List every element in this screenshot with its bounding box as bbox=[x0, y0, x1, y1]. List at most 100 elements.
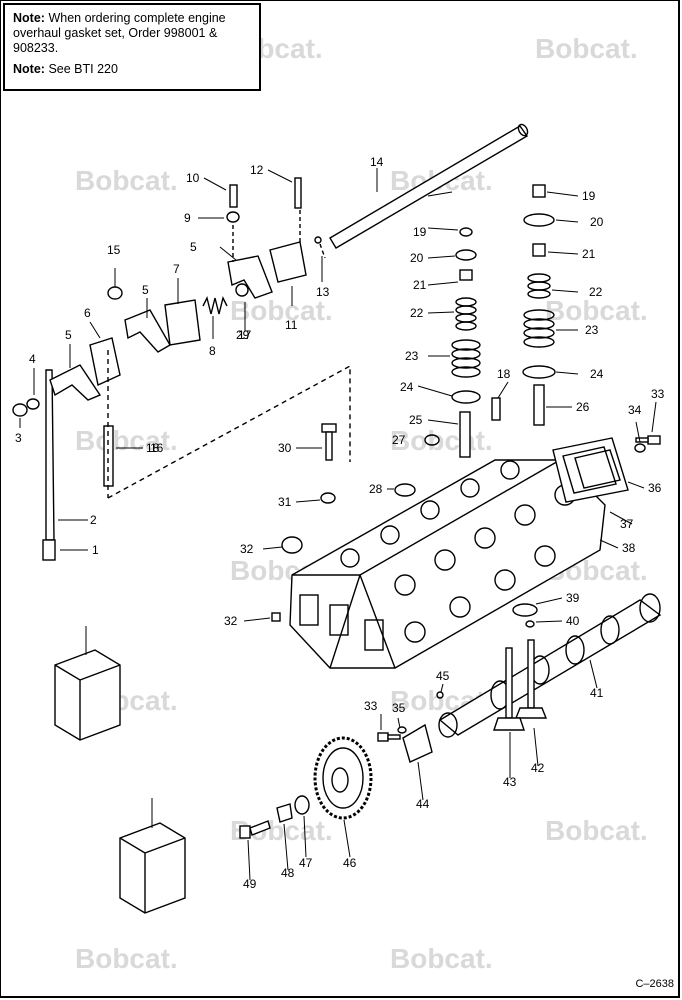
expansion-plug[interactable] bbox=[394, 483, 416, 497]
watermark: Bobcat. bbox=[545, 295, 648, 326]
callout: 44 bbox=[416, 797, 430, 811]
callout: 32 bbox=[240, 542, 254, 556]
washer[interactable] bbox=[294, 795, 310, 815]
cap[interactable] bbox=[107, 286, 123, 300]
rocker-arm[interactable] bbox=[227, 255, 273, 299]
callout: 24 bbox=[590, 367, 604, 381]
exhaust-valve[interactable] bbox=[493, 647, 525, 731]
valve-guide[interactable] bbox=[459, 411, 471, 458]
camshaft[interactable] bbox=[438, 593, 662, 738]
assembly-guide-line bbox=[107, 350, 351, 499]
washer[interactable] bbox=[26, 398, 40, 410]
valve-seat-insert[interactable] bbox=[512, 603, 538, 617]
spring-seat[interactable] bbox=[522, 365, 556, 379]
callout: 22 bbox=[589, 285, 603, 299]
lock-plate[interactable] bbox=[276, 803, 293, 823]
valve-stem-seal[interactable] bbox=[532, 243, 546, 257]
callout: 10 bbox=[186, 171, 200, 185]
washer[interactable] bbox=[12, 403, 28, 417]
spring-seat[interactable] bbox=[451, 390, 481, 404]
rocker-spring[interactable] bbox=[202, 295, 228, 315]
callout: 16 bbox=[150, 441, 164, 455]
rocker-arm[interactable] bbox=[124, 309, 171, 353]
callout: 19 bbox=[582, 189, 596, 203]
pin[interactable] bbox=[314, 236, 322, 244]
inner-valve-spring[interactable] bbox=[455, 297, 477, 331]
bolt[interactable] bbox=[635, 435, 661, 445]
callout: 18 bbox=[497, 367, 511, 381]
callout: 30 bbox=[278, 441, 292, 455]
gasket-kit-box[interactable] bbox=[119, 822, 186, 914]
push-rod-lower[interactable] bbox=[42, 369, 56, 561]
callout: 41 bbox=[590, 686, 604, 700]
valve-stem-seal[interactable] bbox=[459, 269, 473, 281]
callout: 11 bbox=[285, 318, 298, 332]
head-bolt[interactable] bbox=[321, 423, 337, 461]
callout: 18 bbox=[146, 441, 160, 455]
rocker-arm[interactable] bbox=[49, 337, 121, 401]
watermark: Bobcat. bbox=[390, 943, 493, 974]
callout: 15 bbox=[107, 243, 121, 257]
note-label: Note: bbox=[13, 62, 45, 76]
adjusting-screw[interactable] bbox=[229, 184, 238, 208]
washer[interactable] bbox=[320, 492, 336, 504]
callout: 43 bbox=[503, 775, 517, 789]
callout: 48 bbox=[281, 866, 295, 880]
callout: 20 bbox=[590, 215, 604, 229]
callout: 33 bbox=[364, 699, 378, 713]
spring-retainer[interactable] bbox=[523, 213, 555, 227]
rocker-bracket[interactable] bbox=[164, 299, 201, 346]
callout: 5 bbox=[65, 328, 72, 342]
callout: 19 bbox=[413, 225, 427, 239]
gear-bolt[interactable] bbox=[239, 820, 271, 839]
callout: 49 bbox=[243, 877, 257, 891]
injector-nozzle[interactable] bbox=[491, 397, 501, 421]
assembly-guide-line bbox=[232, 210, 326, 262]
callout: 32 bbox=[224, 614, 238, 628]
o-ring[interactable] bbox=[281, 536, 303, 554]
thrust-plate[interactable] bbox=[402, 723, 433, 763]
valve-keeper[interactable] bbox=[459, 227, 473, 237]
callout: 40 bbox=[566, 614, 580, 628]
cylinder-head[interactable] bbox=[289, 459, 606, 669]
callout: 24 bbox=[400, 380, 414, 394]
callout: 25 bbox=[409, 413, 423, 427]
callout: 29 bbox=[236, 328, 250, 342]
valve-keeper[interactable] bbox=[525, 620, 535, 628]
note-text: See BTI 220 bbox=[48, 62, 118, 76]
outer-valve-spring[interactable] bbox=[451, 339, 481, 378]
callout: 20 bbox=[410, 251, 424, 265]
intake-valve[interactable] bbox=[514, 639, 548, 719]
leader-lines bbox=[19, 168, 657, 881]
adjusting-nut[interactable] bbox=[226, 211, 240, 223]
washer[interactable] bbox=[634, 443, 646, 453]
callout: 9 bbox=[184, 211, 191, 225]
push-rod[interactable] bbox=[329, 123, 529, 249]
o-ring[interactable] bbox=[424, 434, 440, 446]
woodruff-key[interactable] bbox=[436, 691, 444, 699]
stud[interactable] bbox=[294, 177, 302, 209]
rocker-bracket[interactable] bbox=[269, 241, 307, 283]
figure-number: C–2638 bbox=[635, 978, 674, 990]
valve-guide[interactable] bbox=[533, 384, 545, 426]
camshaft-gear[interactable] bbox=[313, 736, 373, 820]
note-label: Note: bbox=[13, 11, 45, 25]
callout: 2 bbox=[90, 513, 97, 527]
callout: 42 bbox=[531, 761, 545, 775]
callout-labels: 1 2 3 4 5 5 5 6 7 8 9 10 11 12 13 14 15 … bbox=[15, 155, 665, 891]
washer[interactable] bbox=[397, 726, 407, 734]
cover-plate[interactable] bbox=[574, 449, 621, 489]
inner-valve-spring[interactable] bbox=[527, 273, 551, 299]
outer-valve-spring[interactable] bbox=[523, 309, 555, 348]
manifold-gasket-opening bbox=[562, 446, 617, 494]
watermark: Bobcat. bbox=[390, 425, 493, 456]
gasket-kit-box[interactable] bbox=[54, 649, 121, 741]
plug[interactable] bbox=[271, 612, 281, 622]
callout: 33 bbox=[651, 387, 665, 401]
valve-keeper[interactable] bbox=[532, 184, 546, 198]
callout: 13 bbox=[316, 285, 330, 299]
note-text: When ordering complete engine overhaul g… bbox=[13, 11, 226, 55]
spring-retainer[interactable] bbox=[455, 249, 477, 261]
bolt[interactable] bbox=[377, 732, 401, 742]
